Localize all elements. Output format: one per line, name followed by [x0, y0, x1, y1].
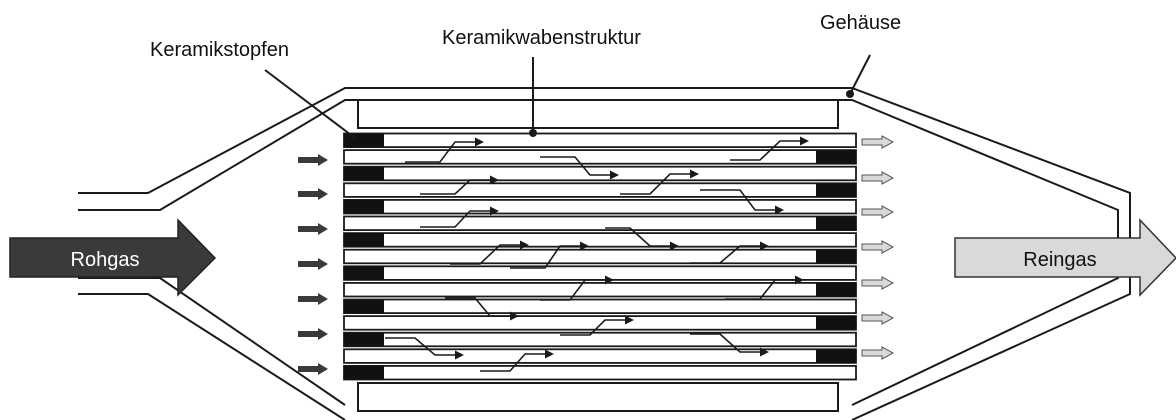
channel: [343, 182, 857, 198]
flow-path: [420, 179, 490, 195]
ceramic-plug: [816, 249, 856, 264]
flow-path: [540, 279, 605, 301]
flow-arrowhead: [625, 315, 634, 325]
inlet-arrow: [298, 258, 328, 270]
housing-inner-outline: [78, 99, 1119, 406]
flow-arrowhead: [580, 241, 589, 251]
flow-arrowhead: [475, 137, 484, 147]
ceramic-plug: [344, 199, 384, 214]
ceramic-plug: [344, 233, 384, 247]
raw-gas-label: Rohgas: [71, 249, 140, 271]
channel: [343, 265, 857, 281]
plug-label: Keramikstopfen: [150, 39, 289, 61]
flow-path: [605, 227, 670, 247]
channel: [343, 215, 857, 232]
outlet-arrow: [861, 205, 895, 219]
inlet-arrow: [298, 154, 328, 166]
plug-callout-line: [264, 69, 356, 139]
flow-path: [690, 245, 760, 264]
raw-gas-arrow: Rohgas: [9, 218, 217, 297]
ceramic-plug: [344, 133, 384, 148]
housing-top-chamber: [357, 99, 839, 129]
housing-callout-dot: [846, 90, 854, 98]
housing-bottom-chamber: [357, 382, 839, 412]
outlet-arrow: [861, 171, 895, 185]
clean-gas-label: Reingas: [1023, 249, 1096, 271]
flow-arrowhead: [795, 275, 804, 285]
flow-path: [480, 353, 545, 372]
channel: [343, 331, 857, 348]
flow-arrowhead: [775, 205, 784, 215]
raw-gas-arrow-shape: [9, 218, 217, 297]
outlet-arrow: [861, 346, 895, 360]
inlet-arrow: [298, 223, 328, 235]
flow-arrowhead: [455, 350, 464, 360]
outlet-arrows: [861, 135, 895, 360]
channel: [343, 165, 857, 182]
ceramic-plug: [816, 282, 856, 297]
outlet-arrow: [861, 240, 895, 254]
channel: [343, 315, 857, 331]
flow-arrowhead: [690, 169, 699, 179]
ceramic-plug: [344, 365, 384, 380]
channel: [343, 281, 857, 298]
clean-gas-arrow-shape: [954, 218, 1176, 297]
flow-paths: [385, 136, 809, 372]
inlet-arrow: [298, 188, 328, 200]
clean-gas-arrow: Reingas: [954, 218, 1176, 297]
flow-path: [620, 173, 690, 195]
outlet-arrow: [861, 276, 895, 290]
flow-path: [725, 279, 795, 300]
outlet-arrow: [861, 311, 895, 325]
flow-arrowhead: [490, 206, 499, 216]
channel: [343, 364, 857, 381]
ceramic-plug: [816, 150, 856, 164]
ceramic-plug: [816, 349, 856, 363]
flow-arrowhead: [510, 311, 519, 321]
honeycomb-channels: [343, 132, 857, 381]
honeycomb-callout-dot: [529, 129, 537, 137]
flow-path: [690, 333, 760, 353]
flow-arrowhead: [490, 175, 499, 185]
inlet-arrows: [298, 154, 328, 375]
flow-path: [385, 337, 455, 356]
flow-arrowhead: [520, 240, 529, 250]
flow-path: [540, 156, 610, 176]
outlet-arrow: [861, 135, 895, 149]
channel: [343, 248, 857, 265]
flow-path: [405, 141, 475, 163]
flow-path: [420, 210, 490, 228]
flow-arrowhead: [545, 349, 554, 359]
channel: [343, 232, 857, 248]
flow-arrowhead: [605, 275, 614, 285]
inlet-arrow: [298, 328, 328, 340]
housing-label: Gehäuse: [820, 12, 901, 34]
flow-path: [730, 140, 800, 161]
ceramic-plug: [344, 332, 384, 347]
ceramic-plug: [816, 316, 856, 330]
flow-arrowhead: [760, 241, 769, 251]
flow-path: [450, 244, 520, 265]
flow-arrowhead: [800, 136, 809, 146]
flow-path: [445, 297, 510, 317]
channel: [343, 132, 857, 149]
ceramic-plug: [344, 266, 384, 280]
housing-callout-line: [849, 54, 871, 95]
honeycomb-label: Keramikwabenstruktur: [442, 27, 641, 49]
flow-arrowhead: [670, 241, 679, 251]
channel: [343, 348, 857, 364]
inlet-arrow: [298, 293, 328, 305]
flow-path: [700, 189, 775, 211]
flow-arrowhead: [760, 347, 769, 357]
ceramic-plug: [816, 216, 856, 231]
inlet-arrow: [298, 363, 328, 375]
ceramic-plug: [344, 166, 384, 181]
ceramic-plug: [816, 183, 856, 197]
flow-arrowhead: [610, 170, 619, 180]
flow-path: [510, 245, 580, 269]
flow-path: [560, 319, 625, 336]
ceramic-plug: [344, 299, 384, 314]
channel: [343, 298, 857, 315]
